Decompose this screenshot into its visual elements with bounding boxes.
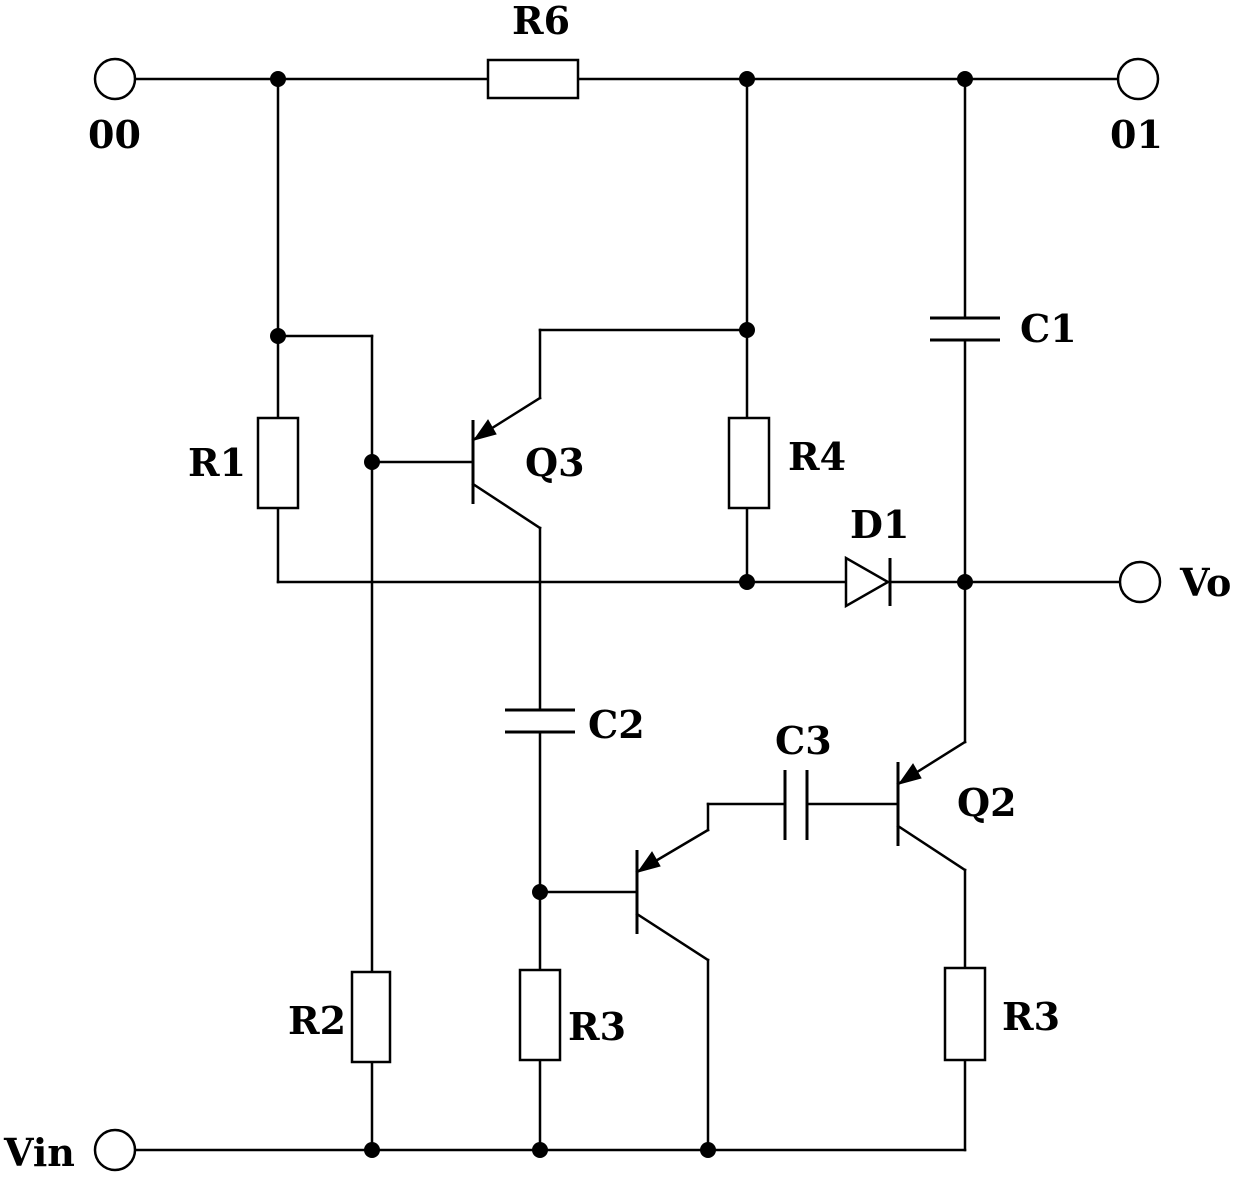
terminal-00-circle: [95, 59, 135, 99]
r1-label: R1: [188, 440, 246, 485]
r2-label: R2: [288, 998, 346, 1043]
q2-transistor: [898, 742, 965, 870]
c3-capacitor: [785, 770, 807, 840]
r3-right-resistor: [945, 968, 985, 1060]
terminal-vo-circle: [1120, 562, 1160, 602]
r1-resistor: [258, 418, 298, 508]
r6-resistor: [488, 60, 578, 98]
c2-capacitor: [505, 710, 575, 732]
c1-capacitor: [930, 318, 1000, 340]
r2-resistor: [352, 972, 390, 1062]
r4-label: R4: [788, 434, 846, 479]
c1-label: C1: [1020, 306, 1077, 351]
q3-label: Q3: [525, 440, 585, 485]
d1-label: D1: [850, 502, 909, 547]
c3-label: C3: [775, 718, 832, 763]
r3-left-resistor: [520, 970, 560, 1060]
r3-left-label: R3: [568, 1004, 626, 1049]
r6-label: R6: [512, 0, 570, 43]
terminal-01-circle: [1118, 59, 1158, 99]
r4-resistor: [729, 418, 769, 508]
terminal-vin-circle: [95, 1130, 135, 1170]
r3-right-label: R3: [1002, 994, 1060, 1039]
terminal-vo-label: Vo: [1179, 560, 1231, 605]
terminal-vin-label: Vin: [3, 1130, 75, 1175]
d1-diode: [846, 558, 890, 606]
terminal-00-label: 00: [88, 112, 141, 157]
q2-label: Q2: [957, 780, 1017, 825]
c2-label: C2: [588, 702, 645, 747]
q1-transistor: [637, 830, 708, 960]
terminal-01-label: 01: [1110, 112, 1163, 157]
